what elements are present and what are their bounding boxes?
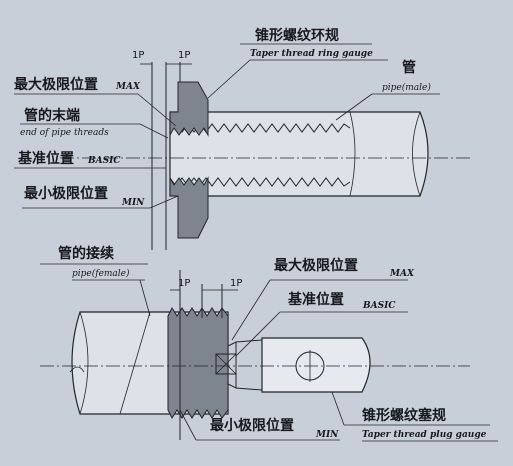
end-threads-label-zh: 管的末端 [24, 107, 80, 124]
end-threads-leader [139, 123, 169, 139]
ring-gauge-label-en: Taper thread ring gauge [250, 49, 373, 59]
top-max-label-zh: 最大极限位置 [14, 76, 98, 93]
pipe-female-label-zh: 管的接续 [58, 245, 114, 262]
basic-plane-marker [215, 353, 237, 375]
bottom-dim-left: 1P [178, 278, 190, 289]
plug-gauge-label-zh: 锥形螺纹塞规 [362, 407, 446, 424]
bottom-max-label-zh: 最大极限位置 [274, 257, 358, 274]
pipe-female-label-en: pipe(female) [72, 268, 130, 279]
top-max-leader [137, 93, 177, 127]
pipe-male-label-zh: 管 [402, 59, 416, 76]
ring-gauge-label-zh: 锥形螺纹环规 [255, 27, 339, 44]
bottom-max-leader [231, 279, 271, 341]
top-dim-left: 1P [132, 50, 144, 61]
ring-gauge-lower [169, 176, 209, 239]
pipe-male-leader [335, 93, 373, 121]
bottom-min-label-en: MIN [315, 430, 339, 440]
plug-gauge-body [261, 337, 371, 393]
end-threads-label-en: end of pipe threads [20, 128, 109, 138]
bottom-assembly: 1P 1P 管的接续 pipe(female) 最大极限位置 MAX 基准位置 … [40, 245, 498, 442]
top-min-label-en: MIN [121, 198, 145, 208]
bottom-basic-label-zh: 基准位置 [288, 291, 344, 308]
plug-gauge-leader [331, 391, 345, 426]
top-max-label-en: MAX [115, 82, 141, 92]
top-assembly: 1P 1P 锥形螺纹环规 Taper thread ring gauge 管 p… [14, 27, 470, 250]
top-min-label-zh: 最小极限位置 [24, 185, 108, 202]
pipe-male-label-en: pipe(male) [382, 82, 431, 93]
pipe-female-leader [139, 279, 151, 317]
ring-gauge-leader [207, 59, 251, 99]
bottom-basic-leader [235, 311, 281, 357]
top-min-leader [149, 195, 179, 209]
bottom-min-leader [179, 409, 197, 441]
top-basic-label-zh: 基准位置 [18, 150, 74, 167]
female-threaded-section [167, 306, 229, 420]
bottom-max-label-en: MAX [389, 269, 415, 279]
bottom-min-label-zh: 最小极限位置 [210, 417, 294, 434]
top-basic-label-en: BASIC [87, 156, 121, 166]
ring-gauge-upper [169, 81, 209, 137]
top-dim-right: 1P [178, 50, 190, 61]
plug-gauge-label-en: Taper thread plug gauge [362, 430, 487, 440]
bottom-dim-right: 1P [230, 278, 242, 289]
bottom-basic-label-en: BASIC [362, 301, 396, 311]
male-pipe [169, 111, 429, 197]
